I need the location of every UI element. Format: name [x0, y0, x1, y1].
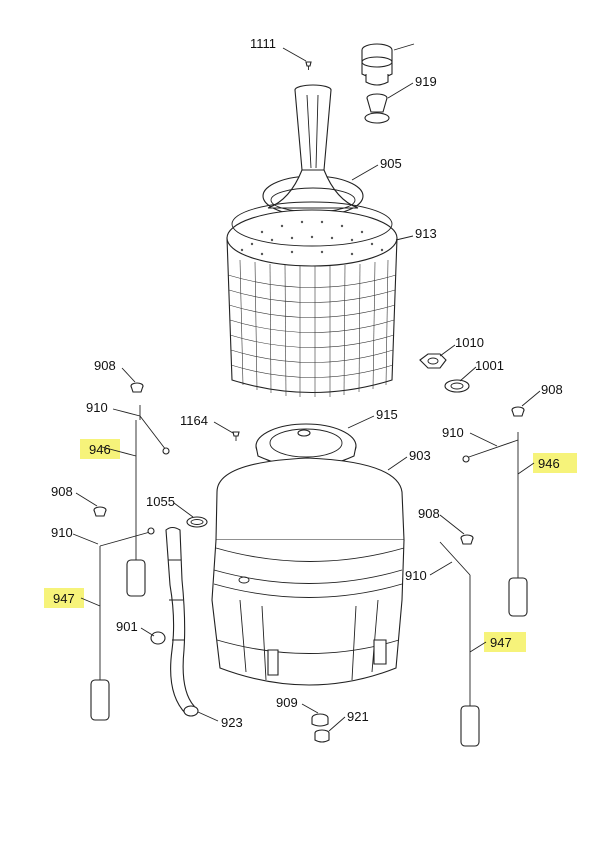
callout-901: 901: [116, 619, 138, 634]
part-1164-screw: [232, 431, 240, 441]
highlight-946-left: [80, 439, 120, 459]
suspension-rod-left-lower: [90, 506, 155, 721]
part-923-hose: [165, 526, 199, 717]
suspension-rod-left-upper: [126, 382, 170, 597]
callout-1164: 1164: [180, 413, 208, 428]
callout-910-lower-right: 910: [405, 568, 427, 583]
callout-909: 909: [276, 695, 298, 710]
part-1055-clamp: [186, 516, 208, 528]
callout-1111: 1111: [250, 36, 276, 51]
part-905-agitator: [262, 84, 364, 217]
part-919-cap: [364, 93, 390, 124]
part-1010-nut: [419, 353, 447, 369]
callout-947-right: 947: [490, 635, 512, 650]
callout-946-right: 946: [538, 456, 560, 471]
callout-903: 903: [409, 448, 431, 463]
highlight-947-left: [44, 588, 84, 608]
callout-908-lower-right: 908: [418, 506, 440, 521]
callout-910-upper-right: 910: [442, 425, 464, 440]
part-903-tub: [211, 457, 405, 686]
highlight-946-right: [533, 453, 577, 473]
suspension-rod-right-upper: [462, 406, 528, 617]
callout-910-lower-left: 910: [51, 525, 73, 540]
callout-946-left: 946: [89, 442, 111, 457]
part-921-foot: [314, 729, 330, 743]
callout-947-left: 947: [53, 591, 75, 606]
part-901-clamp: [150, 631, 166, 645]
basket-perforations: [240, 220, 384, 256]
callout-908-upper-left: 908: [94, 358, 116, 373]
callout-905: 905: [380, 156, 402, 171]
callout-919: 919: [415, 74, 437, 89]
part-913-basket: [226, 201, 398, 397]
part-coupling-top: [361, 43, 393, 86]
basket-grid: [227, 259, 397, 397]
part-909-washer: [311, 713, 329, 727]
callout-1001: 1001: [475, 358, 504, 373]
callout-913: 913: [415, 226, 437, 241]
leader-lines: [72, 43, 541, 732]
suspension-rod-right-lower: [439, 534, 480, 747]
callout-908-lower-left: 908: [51, 484, 73, 499]
callout-1055: 1055: [146, 494, 175, 509]
callout-910-upper-left: 910: [86, 400, 108, 415]
callout-921: 921: [347, 709, 369, 724]
part-1001-washer: [444, 379, 470, 393]
part-1111-screw: [305, 61, 312, 70]
callout-908-upper-right: 908: [541, 382, 563, 397]
highlight-947-right: [484, 632, 526, 652]
callout-923: 923: [221, 715, 243, 730]
callout-1010: 1010: [455, 335, 484, 350]
callout-915: 915: [376, 407, 398, 422]
